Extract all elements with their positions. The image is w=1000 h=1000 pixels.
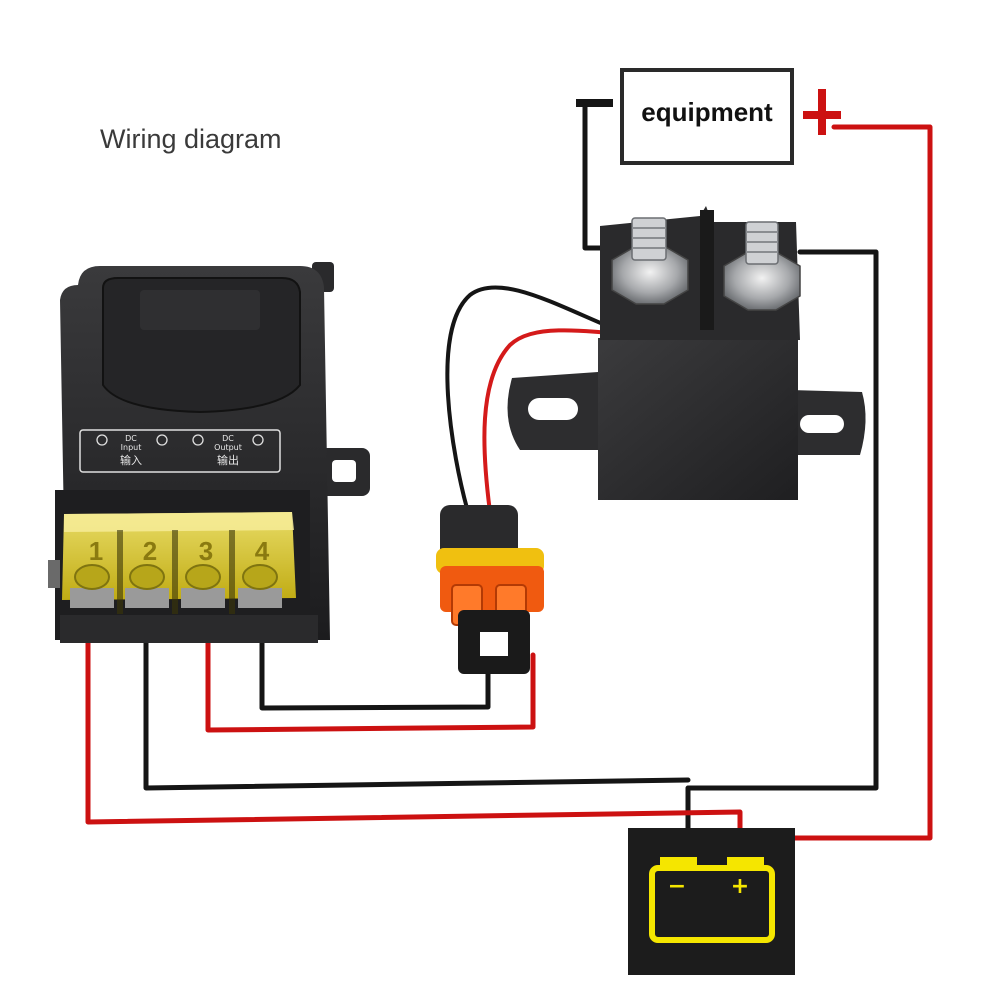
diagram-caption: Wiring diagram bbox=[100, 124, 282, 154]
waterproof-connector bbox=[436, 505, 544, 674]
equipment-plus-sign bbox=[803, 89, 841, 135]
terminal-1-label: 1 bbox=[89, 536, 103, 566]
wire-coil-black bbox=[445, 285, 647, 514]
wire-terminal-1-positive bbox=[85, 609, 743, 841]
wire-terminal-2-negative bbox=[143, 609, 691, 791]
battery-plus-sign: + bbox=[731, 874, 749, 899]
output-dc-label: DC bbox=[222, 434, 234, 443]
terminal-screws bbox=[70, 564, 282, 608]
relay-solenoid bbox=[507, 206, 866, 500]
equipment-box: equipment bbox=[576, 68, 841, 165]
input-cn-label: 输入 bbox=[120, 453, 142, 467]
output-en-label: Output bbox=[214, 443, 242, 452]
terminal-4-label: 4 bbox=[255, 536, 270, 566]
terminal-2-label: 2 bbox=[143, 536, 157, 566]
battery: − + bbox=[628, 828, 795, 975]
receiver-module: DC Input 输入 DC Output 输出 1 2 3 4 bbox=[48, 262, 370, 643]
relay-right-post bbox=[723, 221, 801, 311]
wire-terminal-3-output bbox=[205, 605, 536, 733]
wire-terminal-4-output bbox=[259, 605, 491, 711]
output-cn-label: 输出 bbox=[217, 453, 239, 467]
equipment-minus-sign bbox=[576, 99, 613, 107]
input-en-label: Input bbox=[121, 443, 142, 452]
equipment-label: equipment bbox=[641, 97, 773, 127]
wire-equipment-positive bbox=[741, 124, 933, 841]
input-dc-label: DC bbox=[125, 434, 137, 443]
relay-left-post bbox=[611, 217, 689, 305]
terminal-3-label: 3 bbox=[199, 536, 213, 566]
wire-relay-to-battery-negative bbox=[685, 249, 879, 841]
battery-minus-sign: − bbox=[668, 874, 686, 899]
